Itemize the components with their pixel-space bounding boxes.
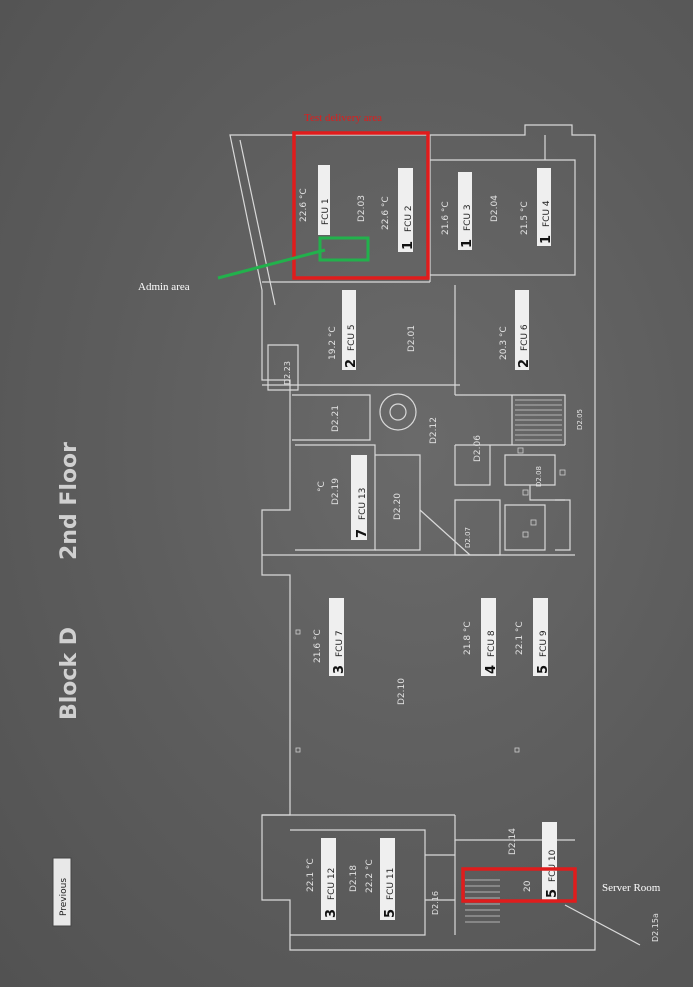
fcu-label: FCU 3: [463, 204, 473, 231]
room-label: D2.21: [331, 405, 341, 432]
fcu-label: FCU 5: [347, 324, 357, 351]
room-label: D2.10: [397, 678, 407, 705]
fcu-temperature: 20: [523, 880, 533, 892]
fcu-label: FCU 4: [542, 200, 552, 227]
server-room-box: [461, 867, 577, 903]
fcu-unit[interactable]: 22.6 °C FCU 1: [299, 165, 331, 235]
fcu-unit[interactable]: 19.2 °C 2 FCU 5: [328, 290, 359, 370]
room-label: D2.08: [535, 466, 543, 487]
admin-area-box: [318, 236, 370, 262]
fixtures: [295, 447, 566, 753]
room-label: D2.03: [357, 195, 367, 222]
fcu-unit[interactable]: 21.5 °C 1 FCU 4: [520, 168, 554, 246]
room-label: D2.01: [407, 325, 417, 352]
fcu-level: 3: [332, 665, 347, 674]
previous-button-label: Previous: [59, 878, 69, 916]
fcu-temperature: 22.1 °C: [515, 621, 525, 655]
fcu-level: 4: [484, 665, 499, 674]
fcu-label: FCU 10: [548, 849, 558, 882]
fcu-unit[interactable]: 22.1 °C 5 FCU 9: [515, 598, 551, 676]
room-label: D2.16: [431, 891, 440, 915]
server-room-label: Server Room: [602, 882, 661, 894]
fcu-temperature: 21.6 °C: [313, 629, 323, 663]
fcu-temperature: 22.6 °C: [381, 196, 391, 230]
admin-area-label: Admin area: [138, 281, 190, 293]
staircase: [465, 399, 562, 923]
fcu-label: FCU 9: [539, 630, 549, 657]
fcu-level: 1: [460, 239, 475, 248]
fcu-temperature: 21.8 °C: [463, 621, 473, 655]
room-label: D2.06: [473, 435, 483, 462]
fcu-unit[interactable]: °C 7 FCU 13: [317, 455, 370, 540]
fcu-unit[interactable]: 20.3 °C 2 FCU 6: [499, 290, 532, 370]
fcu-temperature: 22.1 °C: [306, 858, 316, 892]
fcu-level: 7: [355, 529, 370, 538]
admin-area-pointer: [217, 248, 326, 280]
fcu-unit[interactable]: 22.2 °C 5 FCU 11: [365, 838, 398, 920]
fcu-unit[interactable]: 20 5 FCU 10: [523, 822, 560, 900]
fcu-level: 2: [344, 359, 359, 368]
room-label: D2.15a: [651, 913, 660, 942]
fcu-temperature: °C: [317, 481, 327, 492]
annotations: Test delivery area Admin area Server Roo…: [138, 112, 661, 903]
room-label: D2.20: [393, 493, 403, 520]
fcu-label: FCU 1: [321, 198, 331, 225]
room-label: D2.04: [490, 195, 500, 222]
fcu-unit[interactable]: 22.1 °C 3 FCU 12: [306, 838, 339, 920]
fcu-label: FCU 2: [404, 205, 414, 232]
fcu-level: 5: [536, 665, 551, 674]
fcu-level: 3: [324, 909, 339, 918]
fcu-level: 5: [545, 889, 560, 898]
fcu-unit[interactable]: 21.6 °C 1 FCU 3: [441, 172, 475, 250]
fcu-temperature: 22.6 °C: [299, 188, 309, 222]
room-label: D2.05: [576, 409, 584, 430]
fcu-label: FCU 8: [487, 630, 497, 657]
room-labels: D2.03 D2.04 D2.01 D2.23 D2.21 D2.19 D2.2…: [283, 195, 660, 942]
fcu-label: FCU 7: [335, 630, 345, 657]
fcu-unit[interactable]: 21.8 °C 4 FCU 8: [463, 598, 499, 676]
fcu-temperature: 20.3 °C: [499, 326, 509, 360]
fcu-level: 2: [517, 359, 532, 368]
room-label: D2.18: [349, 865, 359, 892]
fcu-label: FCU 12: [327, 868, 337, 900]
fcu-label: FCU 13: [358, 488, 368, 520]
room-label: D2.19: [331, 478, 341, 505]
room-label: D2.14: [508, 828, 518, 855]
fcu-label: FCU 6: [520, 324, 530, 351]
fcu-units: 22.6 °C FCU 1 22.6 °C 1 FCU 2 21.6 °C 1 …: [299, 165, 560, 920]
fcu-level: 1: [539, 235, 554, 244]
room-label: D2.12: [429, 417, 439, 444]
fcu-level: 5: [383, 909, 398, 918]
fcu-temperature: 22.2 °C: [365, 859, 375, 893]
fcu-label: FCU 11: [386, 868, 396, 900]
block-title: Block D: [57, 627, 82, 720]
fcu-unit[interactable]: 22.6 °C 1 FCU 2: [381, 168, 416, 252]
test-delivery-area-box: [292, 131, 430, 280]
fcu-unit[interactable]: 21.6 °C 3 FCU 7: [313, 598, 347, 676]
fcu-temperature: 21.5 °C: [520, 201, 530, 235]
room-label: D2.23: [283, 361, 292, 385]
floor-title: 2nd Floor: [57, 442, 82, 560]
test-delivery-label: Test delivery area: [304, 112, 382, 124]
previous-button[interactable]: Previous: [52, 857, 72, 927]
room-label: D2.07: [464, 527, 472, 548]
building-walls: [229, 124, 641, 951]
fcu-temperature: 19.2 °C: [328, 326, 338, 360]
fcu-temperature: 21.6 °C: [441, 201, 451, 235]
fcu-level: 1: [401, 241, 416, 250]
